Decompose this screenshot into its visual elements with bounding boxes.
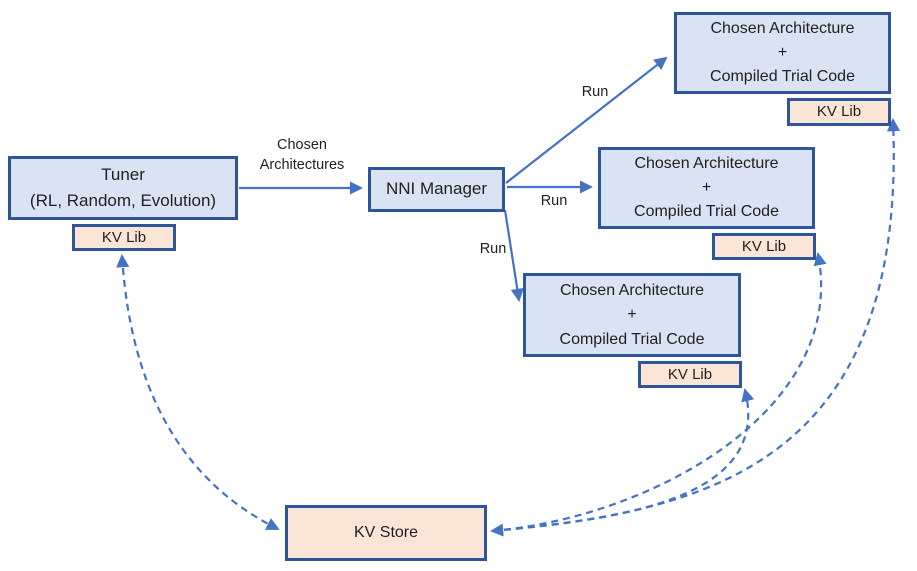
edge-kvstore-tuner-kvlib <box>116 254 280 530</box>
kv-lib-tuner-node: KV Lib <box>72 224 176 251</box>
trial-node-top: Chosen Architecture + Compiled Trial Cod… <box>674 12 891 94</box>
tuner-label-line1: Tuner <box>101 164 145 184</box>
kv-lib-top-node: KV Lib <box>787 98 891 126</box>
kv-lib-label: KV Lib <box>741 237 787 255</box>
kv-lib-label: KV Lib <box>667 365 713 383</box>
edge-label-run-bottom: Run <box>479 241 507 257</box>
kv-lib-middle-node: KV Lib <box>712 233 816 260</box>
tuner-label-line2: (RL, Random, Evolution) <box>29 191 217 210</box>
edge-nni-to-trial-top <box>505 56 668 184</box>
trial-node-bottom: Chosen Architecture + Compiled Trial Cod… <box>523 273 741 357</box>
edge-kvstore-middle-kvlib <box>490 252 827 537</box>
kv-lib-bottom-node: KV Lib <box>638 361 742 388</box>
trial-label-line3: Compiled Trial Code <box>710 68 855 86</box>
trial-label-line3: Compiled Trial Code <box>559 331 705 349</box>
edge-kvstore-top-kvlib <box>491 118 901 533</box>
nni-manager-label: NNI Manager <box>385 179 488 199</box>
trial-label-line1: Chosen Architecture <box>559 281 705 299</box>
edge-kvstore-bottom-kvlib <box>491 388 755 533</box>
trial-label-line2: + <box>701 179 712 197</box>
trial-label-line3: Compiled Trial Code <box>634 203 779 221</box>
edge-label-run-middle: Run <box>540 193 568 209</box>
edge-label-chosen-architectures: Chosen Architectures <box>259 137 345 174</box>
nni-manager-node: NNI Manager <box>368 167 505 212</box>
trial-label-line2: + <box>777 44 788 62</box>
tuner-node: Tuner (RL, Random, Evolution) <box>8 156 238 220</box>
trial-label-line2: + <box>627 306 637 324</box>
kv-store-label: KV Store <box>353 523 419 541</box>
kv-store-node: KV Store <box>285 505 487 561</box>
trial-node-middle: Chosen Architecture + Compiled Trial Cod… <box>598 147 815 229</box>
kv-lib-label: KV Lib <box>101 228 147 246</box>
kv-lib-label: KV Lib <box>816 103 862 121</box>
trial-label-line1: Chosen Architecture <box>710 20 855 38</box>
edge-label-run-top: Run <box>581 84 609 100</box>
trial-label-line1: Chosen Architecture <box>634 155 779 173</box>
